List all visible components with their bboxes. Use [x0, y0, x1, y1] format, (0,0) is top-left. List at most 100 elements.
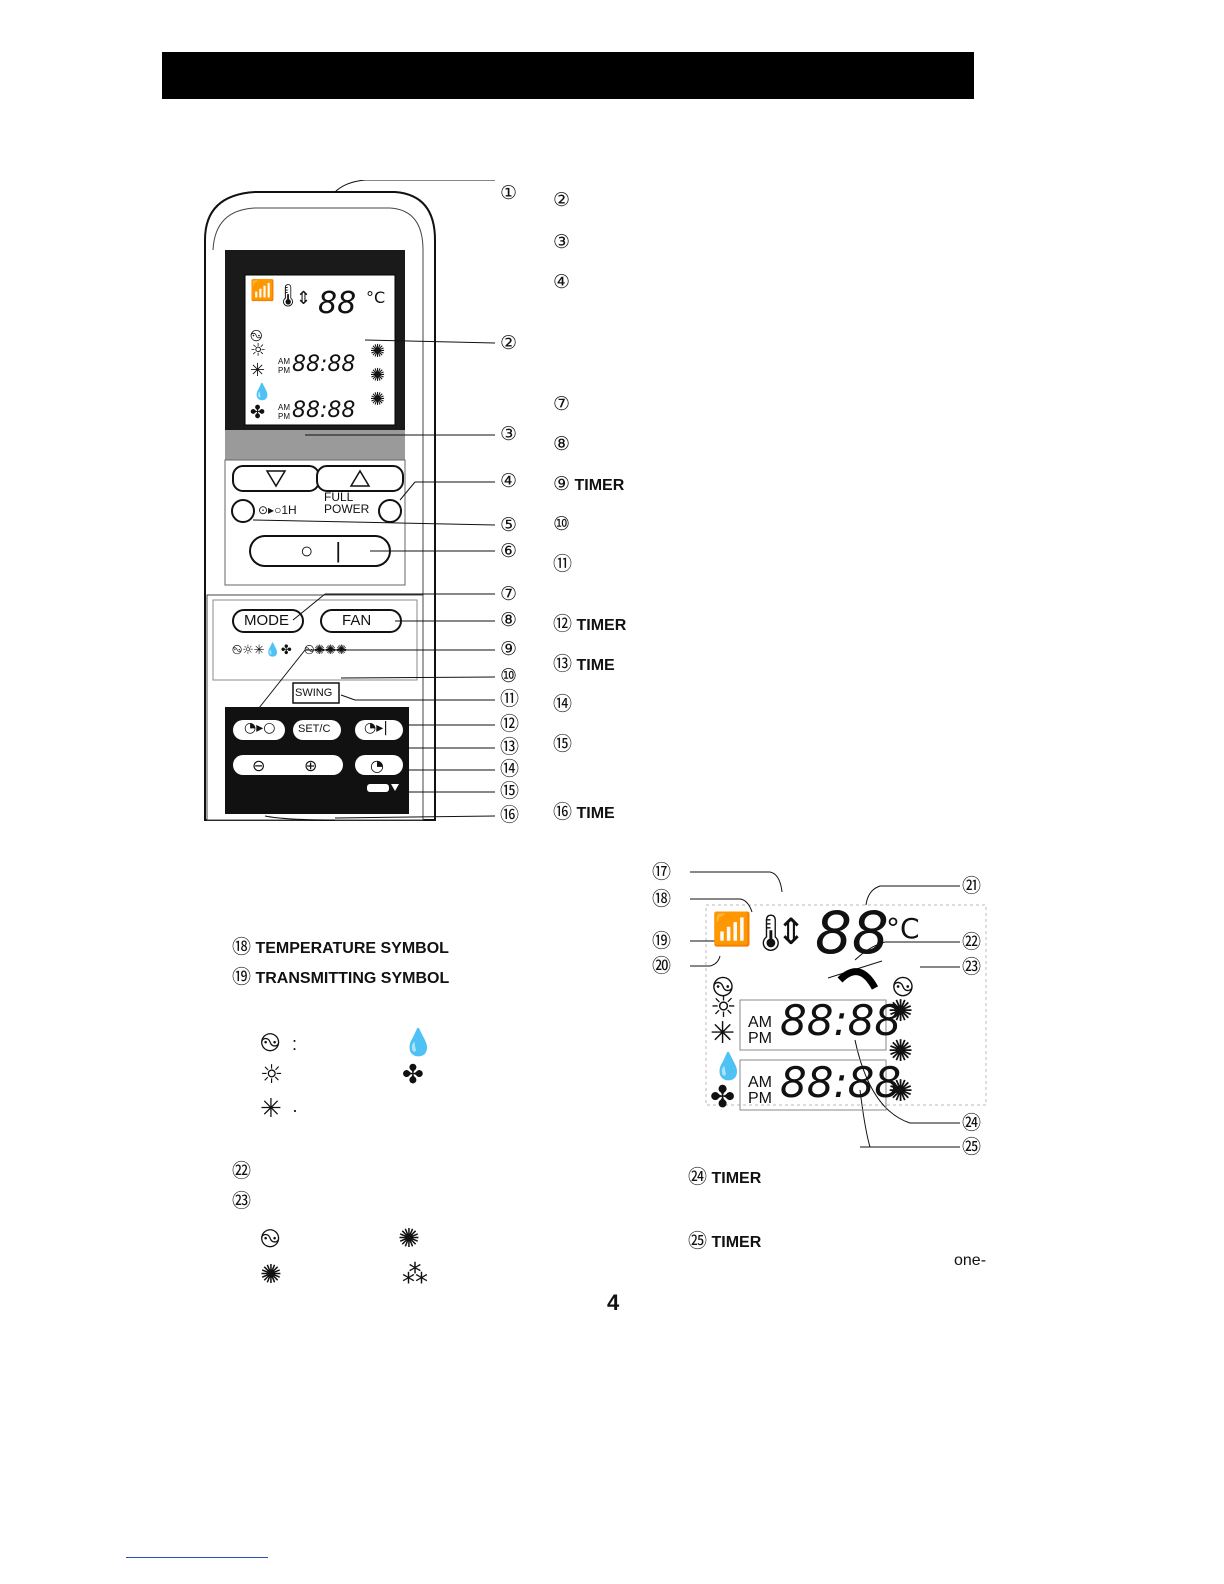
remote-setc-button[interactable]: SET/C	[298, 723, 331, 735]
callout-15: ⑮	[500, 780, 520, 802]
lcd-callout-21: ㉑	[962, 875, 982, 897]
callout-16: ⑯	[500, 804, 520, 826]
lcd-callout-23: ㉓	[962, 956, 982, 978]
lcd-callout-17: ⑰	[652, 861, 672, 883]
callout-4: ④	[500, 470, 518, 492]
remote-cool-icon: ✳	[250, 360, 266, 381]
remote-swing-button[interactable]: SWING	[295, 687, 333, 699]
callout-5: ⑤	[500, 514, 518, 536]
callout-11: ⑪	[500, 688, 520, 710]
lcd-updown-icon: ⇕	[776, 912, 807, 953]
lcd-auto-icon: ࿊	[712, 970, 734, 1003]
right-item-8: ⑧	[553, 433, 571, 455]
lcd-fan-icon: ✤	[710, 1080, 736, 1115]
callout-8: ⑧	[500, 609, 518, 631]
remote-off-timer-button[interactable]: ◔▸○	[244, 720, 276, 736]
header-bar	[162, 52, 974, 99]
callout-3: ③	[500, 423, 518, 445]
lcd-detail-illustration	[690, 871, 987, 1148]
right-item-9: ⑨ TIMER	[553, 473, 625, 495]
remote-minus-button[interactable]: ⊖	[252, 756, 266, 775]
remote-fan-speed-icon: ✺✺✺	[370, 341, 386, 410]
right-item-13: ⑬ TIME	[553, 653, 615, 675]
remote-time-bottom: 88:88	[292, 398, 356, 423]
remote-mode-button[interactable]: MODE	[244, 612, 289, 629]
right-item-11: ⑪	[553, 553, 573, 575]
footer-link-underline[interactable]	[126, 1557, 268, 1558]
lcd-heat-icon: ☼	[710, 990, 737, 1025]
callout-10: ⑩	[500, 665, 518, 687]
right-item-14: ⑭	[553, 693, 573, 715]
fan-auto-icon: ࿊	[260, 1224, 281, 1254]
text-fragment-one: one-	[954, 1252, 987, 1269]
callout-13: ⑬	[500, 736, 520, 758]
right-item-15: ⑮	[553, 733, 573, 755]
heat-mode-icon: ☼	[260, 1060, 284, 1090]
item-23-number: ㉓	[232, 1190, 252, 1212]
remote-plus-button[interactable]: ⊕	[304, 756, 318, 775]
right-item-7: ⑦	[553, 393, 571, 415]
auto-mode-colon: :	[292, 1034, 298, 1054]
callout-9: ⑨	[500, 638, 518, 660]
remote-illustration	[204, 180, 496, 821]
remote-heat-icon: ☼	[250, 340, 267, 361]
lcd-callout-25: ㉕	[962, 1136, 982, 1158]
remote-full-power-line2: POWER	[324, 502, 370, 516]
callout-1: ①	[500, 182, 518, 204]
lcd-callout-19: ⑲	[652, 930, 672, 952]
callout-7: ⑦	[500, 583, 518, 605]
remote-auto-icon: ࿊	[250, 326, 263, 345]
remote-clock-button[interactable]: ◔	[370, 756, 384, 775]
right-item-16: ⑯ TIME	[553, 801, 615, 823]
right-item-3: ③	[553, 231, 571, 253]
remote-time-top: 88:88	[292, 352, 356, 377]
lcd-pm-bottom: PM	[748, 1090, 772, 1107]
remote-fan-icon: ✤	[250, 402, 266, 423]
lcd-transmit-icon: 📶	[712, 910, 752, 948]
remote-on-timer-button[interactable]: ◔▸|	[364, 720, 388, 736]
callout-2: ②	[500, 332, 518, 354]
remote-pm-bottom: PM	[278, 412, 290, 421]
remote-one-hour-label: ⊙▸○1H	[258, 503, 297, 517]
item-18-temperature-symbol: ⑱ TEMPERATURE SYMBOL	[232, 936, 449, 958]
lcd-dry-icon: 💧	[712, 1052, 745, 1082]
remote-on-off-button[interactable]: ○ |	[300, 538, 350, 563]
right-item-12: ⑫ TIMER	[553, 613, 627, 635]
fan-medium-icon: ✺	[260, 1260, 282, 1290]
remote-thermometer-icon: 🌡	[274, 284, 302, 309]
callout-6: ⑥	[500, 540, 518, 562]
item-19-transmitting-symbol: ⑲ TRANSMITTING SYMBOL	[232, 966, 450, 988]
lcd-unit: °C	[886, 912, 920, 945]
remote-am-top: AM	[278, 357, 290, 366]
lcd-pm-top: PM	[748, 1030, 772, 1047]
lcd-cool-icon: ✳	[710, 1016, 736, 1051]
remote-transmit-icon: 📶	[250, 278, 275, 302]
lcd-callout-18: ⑱	[652, 888, 672, 910]
remote-pm-top: PM	[278, 366, 290, 375]
remote-fan-button[interactable]: FAN	[342, 612, 372, 629]
remote-unit: °C	[366, 288, 386, 307]
cool-mode-icon: ✳	[260, 1094, 282, 1124]
auto-mode-icon: ࿊	[260, 1028, 281, 1058]
lcd-time-top: 88:88	[780, 996, 902, 1045]
cool-mode-dot: ·	[292, 1100, 298, 1120]
lcd-time-bottom: 88:88	[780, 1058, 902, 1107]
callout-12: ⑫	[500, 713, 520, 735]
remote-updown-icon: ⇕	[296, 288, 312, 309]
lcd-am-bottom: AM	[748, 1074, 772, 1091]
right-item-10: ⑩	[553, 513, 571, 535]
page-number: 4	[607, 1290, 620, 1315]
dry-mode-icon: 💧	[402, 1028, 435, 1058]
fan-mode-icon: ✤	[402, 1060, 424, 1090]
remote-mode-icons: ࿊☼✳💧✤ ࿊✺✺✺	[232, 643, 347, 658]
lcd-fan-speed-icons: ✺✺✺	[888, 994, 914, 1109]
lcd-am-top: AM	[748, 1014, 772, 1031]
right-item-4: ④	[553, 271, 571, 293]
fan-high-icon: ✺	[398, 1224, 420, 1254]
lcd-callout-24: ㉔	[962, 1112, 982, 1134]
lcd-fan-auto-icon: ࿊	[892, 970, 914, 1003]
remote-am-bottom: AM	[278, 403, 290, 412]
remote-temp-readout: 88	[318, 286, 357, 321]
item-25-timer: ㉕ TIMER	[688, 1230, 762, 1252]
remote-full-power-line1: FULL	[324, 490, 354, 504]
